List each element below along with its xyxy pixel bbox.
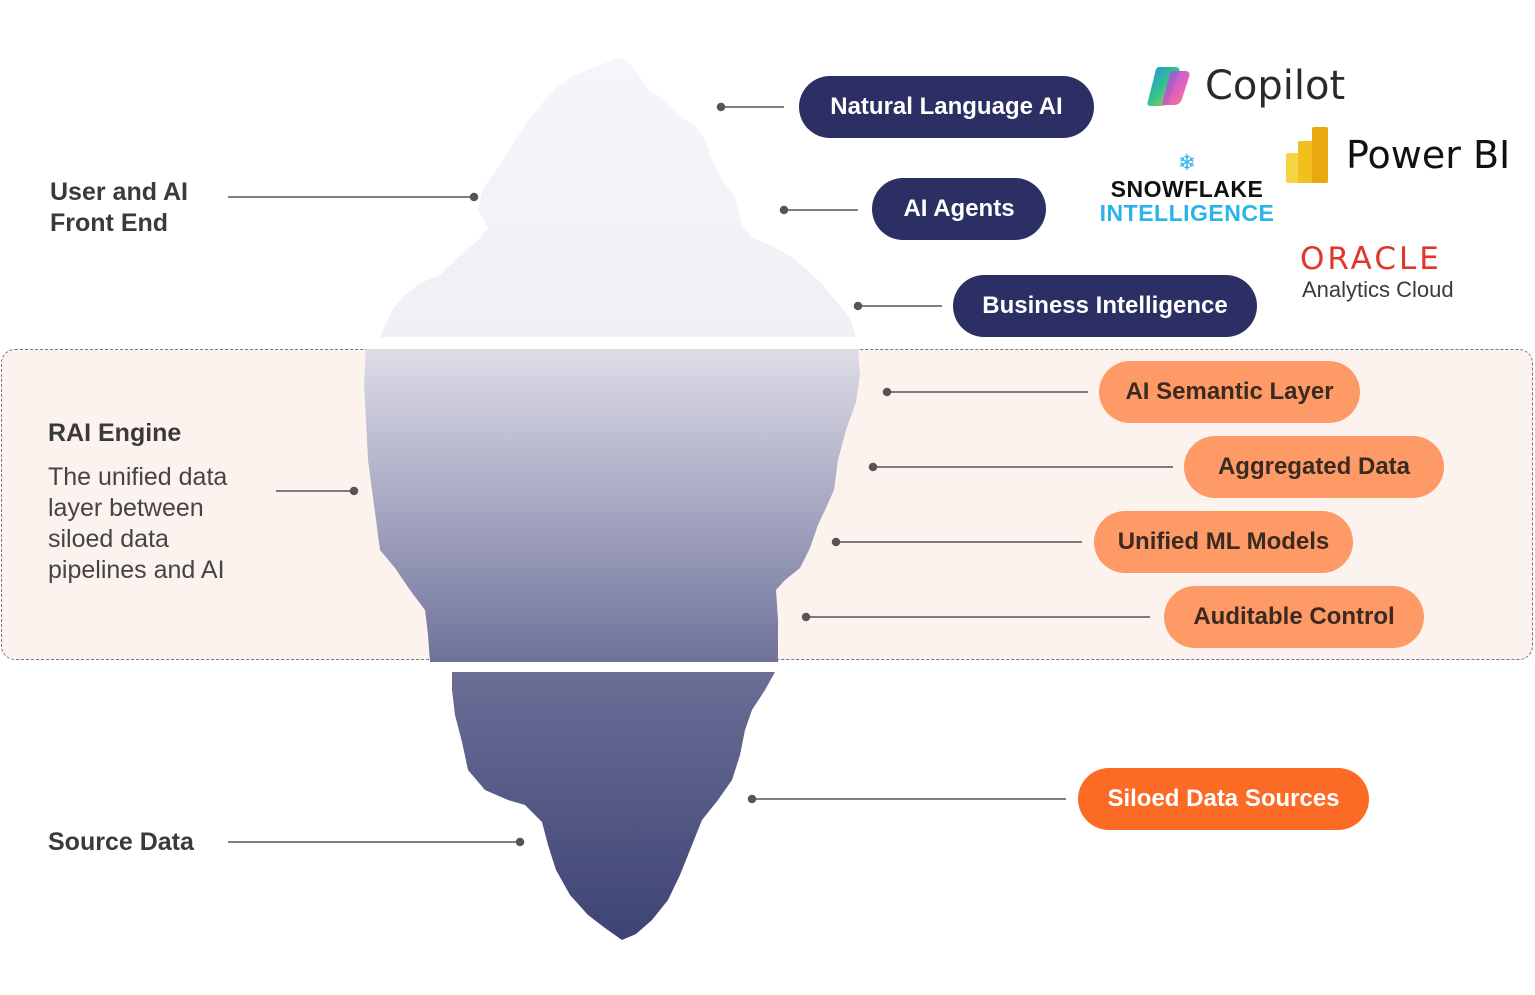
natural-language-ai-pill: Natural Language AI	[799, 76, 1094, 138]
power-bi-name: Power BI	[1346, 133, 1511, 177]
copilot-logo: Copilot	[1145, 60, 1345, 112]
snowflake-line2: INTELLIGENCE	[1099, 200, 1275, 226]
oracle-wordmark: ORACLE	[1300, 241, 1442, 277]
front-end-label-line2: Front End	[50, 209, 169, 237]
oracle-analytics-logo: ORACLE Analytics Cloud	[1300, 243, 1454, 305]
rai-engine-title: RAI Engine	[48, 419, 182, 447]
front-end-label-line1: User and AI	[50, 178, 189, 206]
front-end-label: User and AI Front End	[50, 177, 188, 239]
ai-semantic-layer-pill: AI Semantic Layer	[1099, 361, 1360, 423]
rai-engine-desc-line: pipelines and AI	[48, 556, 225, 584]
snowflake-icon: ❄	[1177, 150, 1197, 175]
unified-ml-models-pill: Unified ML Models	[1094, 511, 1353, 573]
power-bi-logo: Power BI	[1286, 127, 1510, 183]
business-intelligence-pill: Business Intelligence	[953, 275, 1257, 337]
rai-engine-desc-line: The unified data	[48, 463, 228, 491]
aggregated-data-pill: Aggregated Data	[1184, 436, 1444, 498]
iceberg-base	[452, 672, 775, 940]
copilot-name: Copilot	[1205, 63, 1346, 109]
snowflake-intelligence-logo: ❄ SNOWFLAKE INTELLIGENCE	[1095, 150, 1279, 226]
rai-engine-desc-line: siloed data	[48, 525, 169, 553]
oracle-product-name: Analytics Cloud	[1302, 277, 1454, 302]
connector-lines	[228, 102, 1173, 847]
ai-agents-pill: AI Agents	[872, 178, 1046, 240]
source-data-label: Source Data	[48, 828, 194, 856]
snowflake-line1: SNOWFLAKE	[1110, 176, 1264, 202]
power-bi-icon	[1286, 127, 1328, 183]
iceberg-middle	[364, 349, 860, 662]
copilot-icon	[1147, 67, 1190, 106]
rai-engine-label: RAI Engine The unified data layer betwee…	[48, 418, 227, 586]
auditable-control-pill: Auditable Control	[1164, 586, 1424, 648]
siloed-data-sources-pill: Siloed Data Sources	[1078, 768, 1369, 830]
iceberg-tip	[380, 57, 856, 337]
rai-engine-desc-line: layer between	[48, 494, 204, 522]
